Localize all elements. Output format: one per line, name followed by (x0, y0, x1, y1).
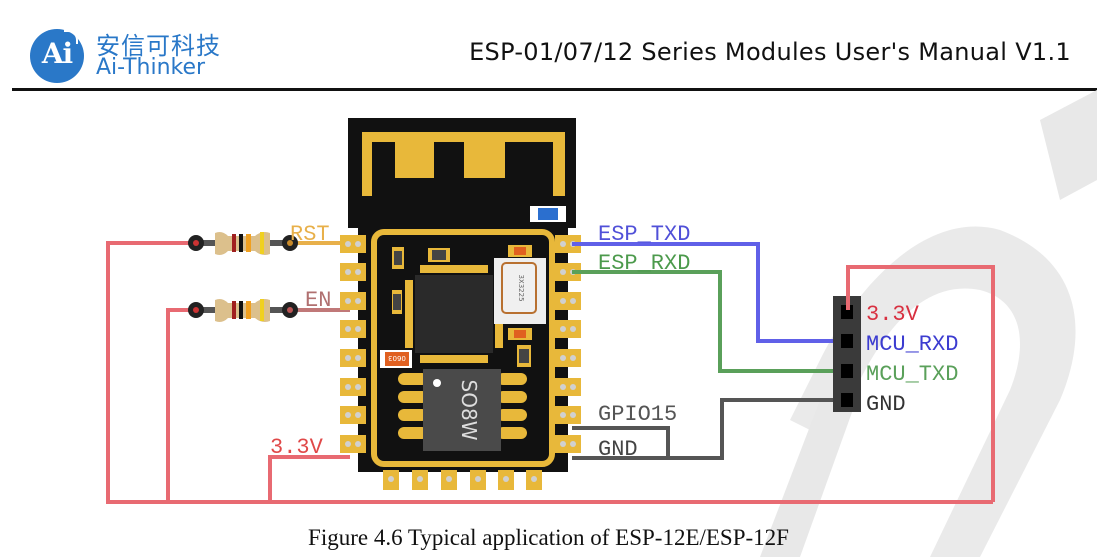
pad-holes (345, 241, 576, 482)
wire-gpio15 (572, 426, 670, 458)
left-pads (340, 235, 366, 453)
page-header: Ai 安信可科技 Ai-Thinker ESP-01/07/12 Series … (0, 0, 1097, 92)
flash-chip-label: SO8W (457, 380, 481, 441)
company-name-cn: 安信可科技 (96, 32, 221, 60)
mcu-header (833, 296, 861, 412)
label-rst: RST (290, 222, 330, 247)
label-mcu-vcc: 3.3V (866, 302, 920, 327)
label-mcu-txd: MCU_TXD (866, 362, 958, 387)
wifi-icon (64, 30, 78, 44)
label-en: EN (305, 288, 331, 313)
wire-esp-rxd (572, 270, 845, 373)
figure-caption: Figure 4.6 Typical application of ESP-12… (308, 525, 789, 550)
pcb-antenna (362, 132, 565, 196)
label-vcc: 3.3V (270, 435, 324, 460)
label-mcu-gnd: GND (866, 392, 906, 417)
wire-rst-pullup (106, 241, 993, 504)
crystal (501, 262, 537, 314)
document-title: ESP-01/07/12 Series Modules User's Manua… (469, 38, 1071, 66)
smd-components: 0603 (380, 245, 532, 368)
watermark (760, 90, 1097, 557)
company-name-en: Ai-Thinker (96, 55, 206, 80)
resistor-rst (188, 232, 298, 255)
header-divider (12, 88, 1097, 91)
esp8266-chip (415, 275, 493, 353)
bottom-pads (383, 470, 542, 490)
label-esp-rxd: ESP_RXD (598, 251, 690, 276)
wire-gnd (572, 398, 845, 460)
cap-label: 0603 (388, 354, 406, 362)
label-gnd: GND (598, 437, 638, 462)
esp12-module: 3X3225 0603 SO8W (340, 118, 581, 490)
crystal-label: 3X3225 (517, 274, 525, 301)
label-esp-txd: ESP_TXD (598, 222, 690, 247)
flash-chip-pads (398, 373, 527, 439)
wire-vcc (268, 455, 350, 502)
right-pads (555, 235, 581, 453)
resistor-en (188, 299, 298, 322)
wire-esp-txd (572, 242, 845, 343)
label-gpio15: GPIO15 (598, 402, 677, 427)
label-mcu-rxd: MCU_RXD (866, 332, 958, 357)
wire-en-pullup (166, 308, 200, 502)
